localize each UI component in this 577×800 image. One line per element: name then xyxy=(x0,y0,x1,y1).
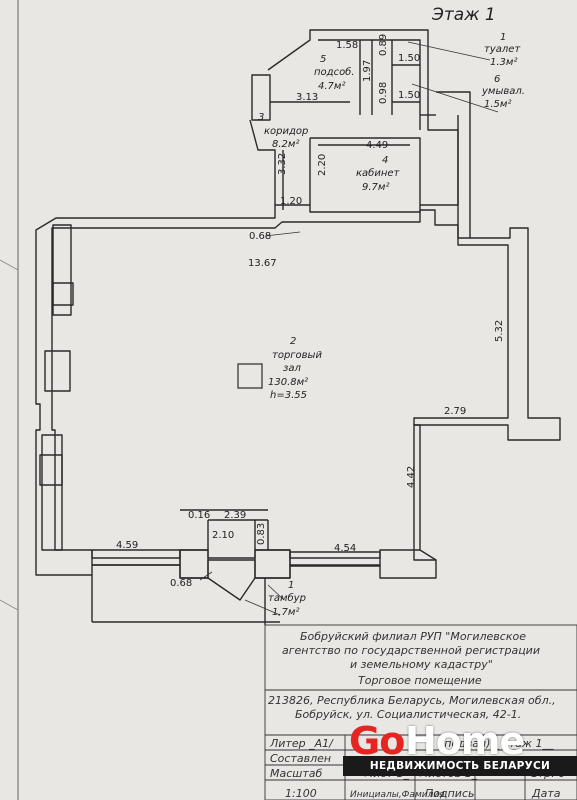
stamp-liter-tail: (подвал) _ этаж 1__ xyxy=(440,737,554,750)
room-2-area: 130.8м² xyxy=(268,377,308,388)
stamp-masshtab: Масштаб xyxy=(270,767,322,780)
room-1-name: тамбур xyxy=(268,592,306,604)
dim-5-32: 5.32 xyxy=(494,320,505,342)
dim-2-79: 2.79 xyxy=(444,406,466,417)
dim-0-68-bottom: 0.68 xyxy=(170,578,192,589)
room-3-area: 8.2м² xyxy=(272,139,299,150)
room-6-number: 6 xyxy=(494,74,500,85)
stamp-sostavlen: Составлен xyxy=(270,752,331,765)
dim-0-89: 0.89 xyxy=(378,34,389,56)
watermark-subtitle: НЕДВИЖИМОСТЬ БЕЛАРУСИ xyxy=(343,756,577,776)
stamp-line-4: Торговое помещение xyxy=(358,674,482,687)
stamp-liter: Литер _А1/ xyxy=(269,737,334,750)
stamp-address-2: Бобруйск, ул. Социалистическая, 42-1. xyxy=(295,708,521,721)
room-1-number: 1 xyxy=(288,580,294,591)
floor-title: Этаж 1 xyxy=(431,5,496,25)
room-6-name: умывал. xyxy=(481,86,525,97)
walls xyxy=(35,29,561,625)
dim-3-32: 3.32 xyxy=(277,153,288,175)
room-4-name: кабинет xyxy=(356,167,401,179)
room-3-name: коридор xyxy=(264,126,308,137)
stamp-line-3: и земельному кадастру" xyxy=(350,658,493,671)
dim-1-97: 1.97 xyxy=(362,60,373,82)
dim-2-10: 2.10 xyxy=(212,530,234,541)
dim-13-67: 13.67 xyxy=(248,258,277,269)
stamp-podpis: Подпись xyxy=(425,787,474,800)
stamp-data: Дата xyxy=(531,787,561,800)
dim-1-20: 1.20 xyxy=(280,196,302,207)
dim-4-49: 4.49 xyxy=(366,140,388,151)
room-2-name-2: зал xyxy=(283,363,301,374)
watermark-go: Go xyxy=(349,719,405,763)
room-6-area: 1.5м² xyxy=(484,99,511,110)
stamp-initials: Инициалы,Фамилия xyxy=(350,790,445,800)
dim-0-98: 0.98 xyxy=(378,82,389,104)
room-5-name: подсоб. xyxy=(314,66,355,78)
watermark-home: Home xyxy=(405,719,525,763)
room-5-area: 4.7м² xyxy=(318,81,345,92)
dim-2-39: 2.39 xyxy=(224,510,246,521)
room-7-area: 1.3м² xyxy=(490,57,517,68)
column-marker xyxy=(237,363,263,389)
stamp-line-1: Бобруйский филиал РУП "Могилевское xyxy=(300,630,526,643)
room-3-number: 3 xyxy=(258,112,264,123)
dim-4-59: 4.59 xyxy=(116,540,138,551)
room-1-area: 1,7м² xyxy=(272,607,299,618)
room-2-number: 2 xyxy=(290,336,296,347)
dim-1-50-top: 1.50 xyxy=(398,53,420,64)
dim-4-42: 4.42 xyxy=(406,466,417,488)
room-7-name: туалет xyxy=(484,44,521,55)
room-5-number: 5 xyxy=(320,54,326,65)
dim-0-83: 0.83 xyxy=(256,523,267,545)
stamp-line-2: агентство по государственной регистрации xyxy=(282,644,540,657)
dim-0-68-top: 0.68 xyxy=(249,231,271,242)
dim-2-20: 2.20 xyxy=(317,154,328,176)
dim-1-58: 1.58 xyxy=(336,40,358,51)
stamp-scale: 1:100 xyxy=(285,787,317,800)
dim-3-13: 3.13 xyxy=(296,92,318,103)
room-2-height: h=3.55 xyxy=(270,390,307,401)
room-4-number: 4 xyxy=(382,155,388,166)
room-7-number: 1 xyxy=(500,32,506,43)
stamp-address-1: 213826, Республика Беларусь, Могилевская… xyxy=(268,694,556,707)
dim-4-54: 4.54 xyxy=(334,543,356,554)
room-2-name-1: торговый xyxy=(272,350,322,361)
dim-1-50-bottom: 1.50 xyxy=(398,90,420,101)
room-4-area: 9.7м² xyxy=(362,182,389,193)
dim-0-16: 0.16 xyxy=(188,510,210,521)
gohome-watermark: Go Home НЕДВИЖИМОСТЬ БЕЛАРУСИ xyxy=(343,721,577,800)
